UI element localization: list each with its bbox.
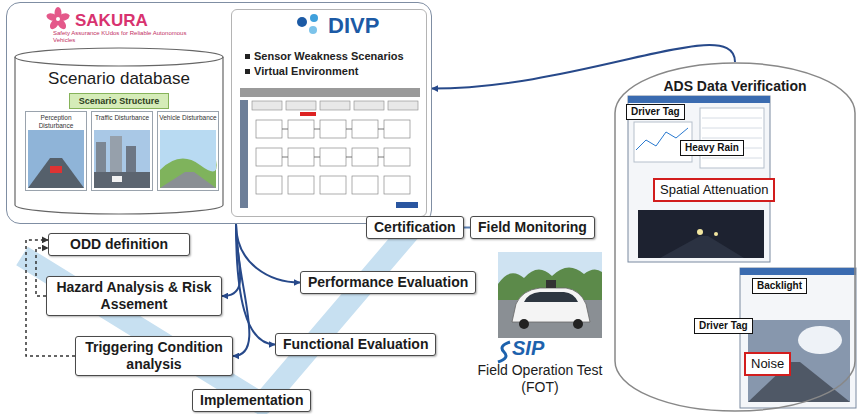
process-box: Implementation	[192, 389, 311, 412]
flow-arrow	[236, 224, 275, 345]
box-text: Traffic Disturbance	[93, 114, 151, 122]
box-text: Implementation	[200, 392, 303, 409]
box-text: Backlight	[757, 280, 802, 292]
box-text: Triggering Condition analysis	[83, 339, 225, 373]
process-box: Certification	[366, 216, 464, 239]
box-text: Driver Tag	[699, 320, 748, 332]
logo-text: SAKURA	[75, 11, 148, 30]
highlight-label: Spatial Attenuation	[653, 178, 775, 202]
box-text: Spatial Attenuation	[660, 182, 768, 198]
tag-label: Heavy Rain	[680, 140, 744, 156]
box-text: Noise	[751, 356, 784, 372]
box-text: Certification	[374, 219, 456, 236]
divp-box: DIVP Sensor Weakness ScenariosVirtual Env…	[231, 9, 427, 217]
scenario-database: SAKURASafety Assurance KUdos for Reliabl…	[13, 7, 225, 215]
process-box: Functional Evaluation	[275, 333, 436, 356]
box-text: Performance Evaluation	[308, 274, 468, 291]
scenario-panel: Perception Disturbance	[25, 111, 87, 191]
box-text: ODD definition	[56, 236, 182, 253]
process-box: Triggering Condition analysis	[75, 336, 233, 376]
box-text: Scenario Structure	[70, 95, 168, 107]
flow-arrow	[236, 224, 300, 283]
box-text: Hazard Analysis & Risk Assement	[54, 279, 214, 313]
scenario-panel: Traffic Disturbance	[91, 111, 153, 191]
oval-title: ADS Data Verification	[614, 78, 856, 95]
logo-subtitle: Safety Assurance KUdos for Reliable Auto…	[53, 30, 193, 44]
box-text: Vehicle Disturbance	[159, 114, 217, 122]
box-text: Field Monitoring	[478, 219, 587, 236]
caption-text: Field Operation Test (FOT)	[472, 362, 608, 396]
tag-label: Backlight	[752, 278, 807, 294]
system-frame: SAKURASafety Assurance KUdos for Reliabl…	[6, 2, 432, 224]
scenario-panel: Vehicle Disturbance	[157, 111, 219, 191]
bullet-text: Sensor Weakness Scenarios	[254, 50, 404, 63]
process-box: Performance Evaluation	[300, 271, 476, 294]
bullet-text: Virtual Environment	[254, 65, 358, 78]
box-text: Driver Tag	[631, 106, 680, 118]
box-text: Heavy Rain	[685, 142, 739, 154]
logo-text: SIP	[512, 337, 544, 359]
structure-tag: Scenario Structure	[69, 93, 169, 109]
verification-oval: ADS Data VerificationDriver TagHeavy Rai…	[614, 62, 856, 412]
box-text: Perception Disturbance	[27, 114, 85, 129]
database-title: Scenario database	[13, 69, 225, 89]
highlight-label: Noise	[744, 352, 791, 376]
box-text: Functional Evaluation	[283, 336, 428, 353]
process-box: Field Monitoring	[470, 216, 595, 239]
process-box: Hazard Analysis & Risk Assement	[46, 276, 222, 316]
logo-text: DIVP	[328, 14, 379, 38]
tag-label: Driver Tag	[626, 104, 685, 120]
tag-label: Driver Tag	[694, 318, 753, 334]
process-box: ODD definition	[48, 233, 190, 256]
